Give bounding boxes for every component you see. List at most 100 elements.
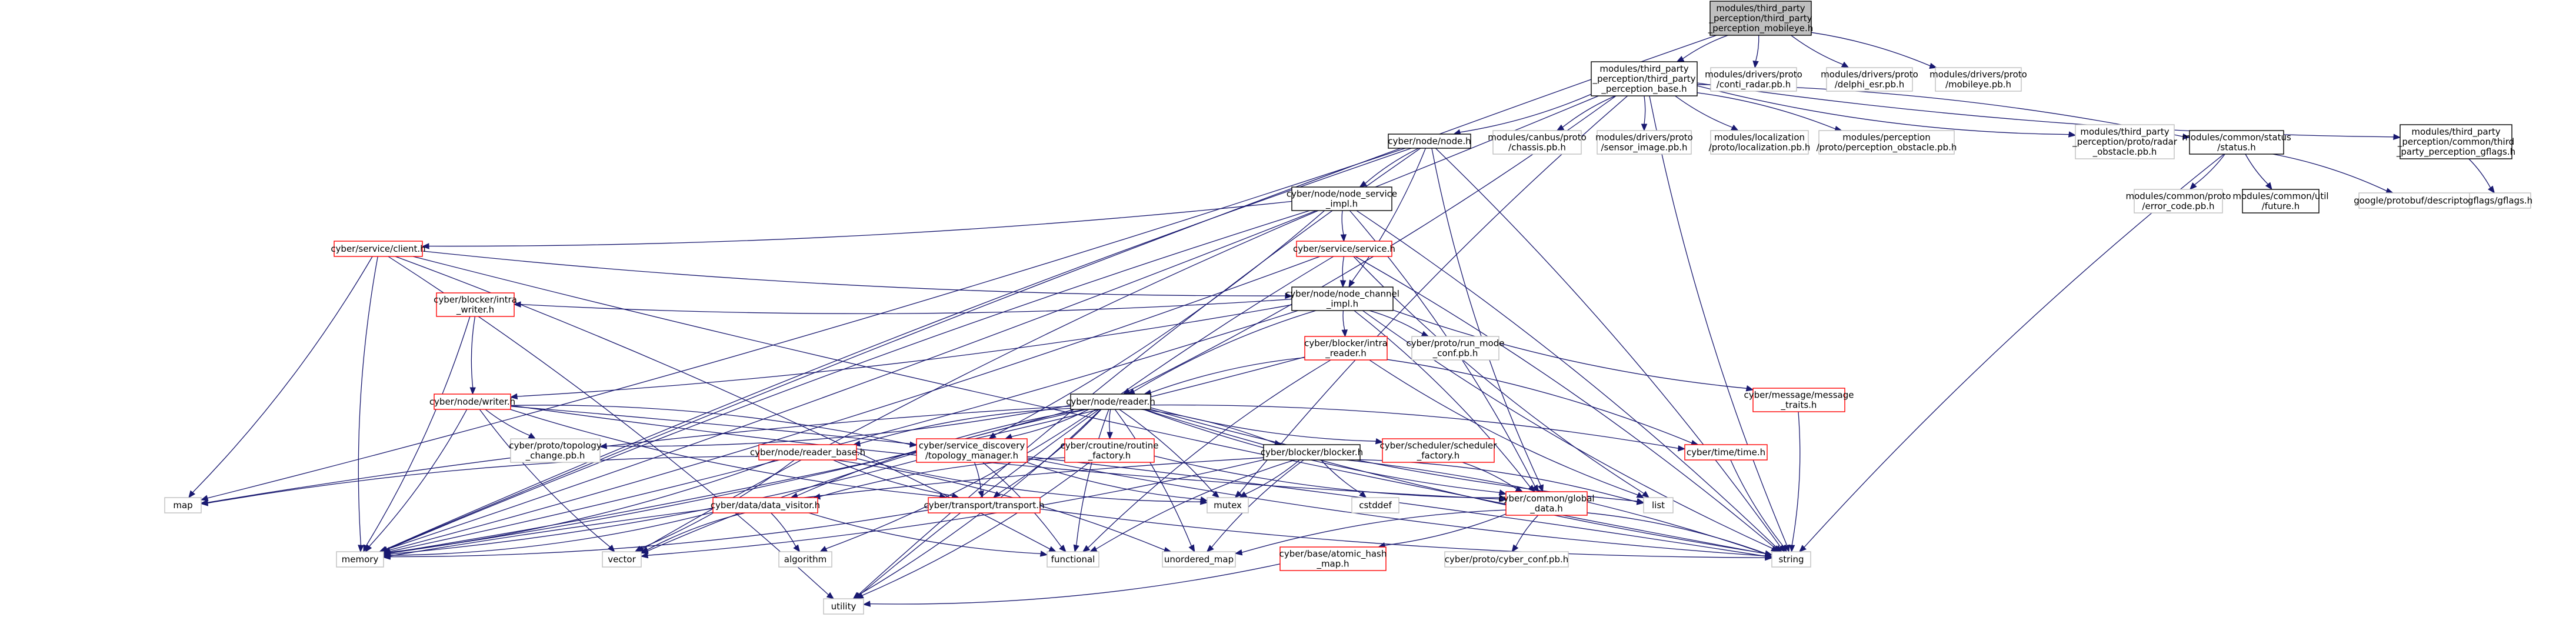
node-label: _map.h (1316, 559, 1349, 570)
node-schedfactory[interactable]: cyber/scheduler/scheduler_factory.h (1380, 438, 1498, 463)
node-nodechan[interactable]: cyber/node/node_channel_impl.h (1285, 286, 1399, 311)
edge-line (1154, 455, 1500, 498)
edge-line (1150, 357, 1305, 393)
edge-arrowhead (188, 490, 195, 499)
node-futureh[interactable]: modules/common/util/future.h (2232, 189, 2329, 214)
node-box (1684, 444, 1768, 461)
node-label: gflags/gflags.h (2468, 195, 2532, 206)
node-readerh[interactable]: cyber/node/reader.h (1066, 393, 1155, 410)
edge-arrowhead (862, 601, 871, 607)
node-topomgr[interactable]: cyber/service_discovery/topology_manager… (916, 438, 1028, 463)
node-label: modules/third_party (1716, 3, 1805, 14)
edge-arrowhead (358, 545, 364, 553)
node-label: _change.pb.h (525, 451, 585, 462)
node-datavisitor[interactable]: cyber/data/data_visitor.h (711, 497, 820, 513)
node-statush[interactable]: modules/common/status/status.h (2182, 130, 2291, 155)
edge-arrowhead (1048, 546, 1057, 552)
edge-blockerh-to-unorderedmap (1206, 459, 1304, 552)
edge-arrowhead (856, 592, 864, 599)
edge-nodeh-to-nodesvc (1359, 148, 1419, 188)
node-routinefactory[interactable]: cyber/croutine/routine_factory.h (1060, 438, 1159, 463)
edge-line (1356, 210, 1777, 548)
node-label: /sensor_image.pb.h (1601, 142, 1687, 154)
edge-statush-to-descriptor (2272, 154, 2394, 194)
node-nodesvc[interactable]: cyber/node/node_service_impl.h (1287, 186, 1397, 211)
node-box (1207, 497, 1249, 513)
node-atomichash[interactable]: cyber/base/atomic_hash_map.h (1279, 546, 1387, 571)
edge-line (862, 462, 1090, 596)
edge-tpbase-to-localization (1675, 95, 1739, 131)
edge-line (2245, 154, 2268, 185)
edge-arrowhead (1039, 551, 1048, 557)
node-transport[interactable]: cyber/transport/transport.h (924, 497, 1045, 513)
edge-intrareader-to-list (1369, 359, 1645, 498)
node-label: cyber/data/data_visitor.h (711, 500, 820, 511)
edge-line (1143, 409, 1500, 493)
node-label: _factory.h (1417, 451, 1459, 462)
node-label: /proto/perception_obstacle.pb.h (1817, 142, 1957, 154)
node-timeh[interactable]: cyber/time/time.h (1684, 444, 1768, 461)
node-globaldata[interactable]: cyber/common/global_data.h (1498, 491, 1595, 516)
edge-statush-to-string (1798, 154, 2225, 552)
node-label: vector (608, 554, 636, 565)
edge-nodechan-to-intrareader (1341, 310, 1348, 338)
node-label: cyber/node/writer.h (429, 396, 515, 407)
node-label: cyber/common/global (1498, 493, 1594, 504)
node-readerbase[interactable]: cyber/node/reader_base.h (750, 444, 865, 461)
node-label: /proto/localization.pb.h (1709, 142, 1811, 153)
node-gflagsh[interactable]: modules/third_party_perception/common/th… (2396, 124, 2515, 159)
node-box (1643, 497, 1674, 513)
node-box (1411, 336, 1499, 361)
node-box (1752, 388, 1845, 412)
edge-line (1644, 95, 1646, 125)
node-intrawriter[interactable]: cyber/blocker/intra_writer.h (434, 292, 517, 317)
edge-arrowhead (988, 432, 997, 439)
node-label: cyber/service/client.h (331, 244, 425, 254)
edge-line (1150, 407, 1377, 442)
node-writerh[interactable]: cyber/node/writer.h (429, 393, 515, 410)
edge-line (1355, 256, 1775, 549)
edge-line (428, 201, 1292, 247)
node-label: /topology_manager.h (925, 451, 1018, 462)
node-label: modules/drivers/proto (1821, 69, 1918, 80)
node-label: cyber/proto/topology (509, 441, 601, 451)
node-label: modules/perception (1842, 132, 1930, 143)
node-box (1818, 130, 1955, 155)
edge-tpbase-to-memory (379, 95, 1599, 552)
node-tpbase[interactable]: modules/third_party_perception/third_par… (1591, 61, 1698, 96)
edge-arrowhead (1641, 124, 1648, 132)
edge-readerbase-to-map (200, 456, 759, 506)
node-box (1064, 438, 1155, 463)
edge-blockerh-to-cstddef (1321, 459, 1367, 498)
edge-line (389, 459, 776, 553)
node-radarobs: modules/third_party_perception/proto/rad… (2072, 124, 2178, 159)
node-label: modules/drivers/proto (1595, 132, 1693, 143)
edge-nodechan-to-memory (382, 310, 1298, 555)
edge-arrowhead (365, 544, 372, 553)
node-root[interactable]: modules/third_party_perception/third_par… (1708, 1, 1814, 36)
edge-arrowhead (513, 301, 521, 308)
node-service[interactable]: cyber/service/service.h (1293, 241, 1395, 257)
node-nodeh[interactable]: cyber/node/node.h (1388, 134, 1471, 149)
edge-line (2194, 154, 2225, 185)
node-label: /delphi_esr.pb.h (1835, 79, 1905, 91)
node-label: _writer.h (456, 305, 494, 316)
edge-line (479, 409, 611, 548)
edge-readerh-to-timeh (1150, 404, 1686, 452)
node-msgtraits[interactable]: cyber/message/message_traits.h (1744, 388, 1854, 412)
edge-routinefactory-to-globaldata (1154, 455, 1507, 501)
node-label: cyber/node/reader.h (1066, 396, 1155, 407)
edge-line (510, 406, 1766, 557)
node-label: list (1652, 500, 1665, 511)
node-blockerh[interactable]: cyber/blocker/blocker.h (1261, 444, 1363, 461)
edge-globaldata-to-string (1587, 512, 1773, 557)
node-client[interactable]: cyber/service/client.h (331, 241, 426, 257)
edge-line (647, 409, 1087, 552)
node-label: _reader.h (1325, 348, 1367, 359)
node-box (602, 551, 642, 568)
edge-readerh-to-topomgr (1004, 409, 1089, 440)
edge-line (1342, 256, 1345, 281)
node-intrareader[interactable]: cyber/blocker/intra_reader.h (1304, 336, 1388, 361)
node-box (1710, 67, 1797, 92)
edge-arrowhead (2189, 182, 2197, 190)
